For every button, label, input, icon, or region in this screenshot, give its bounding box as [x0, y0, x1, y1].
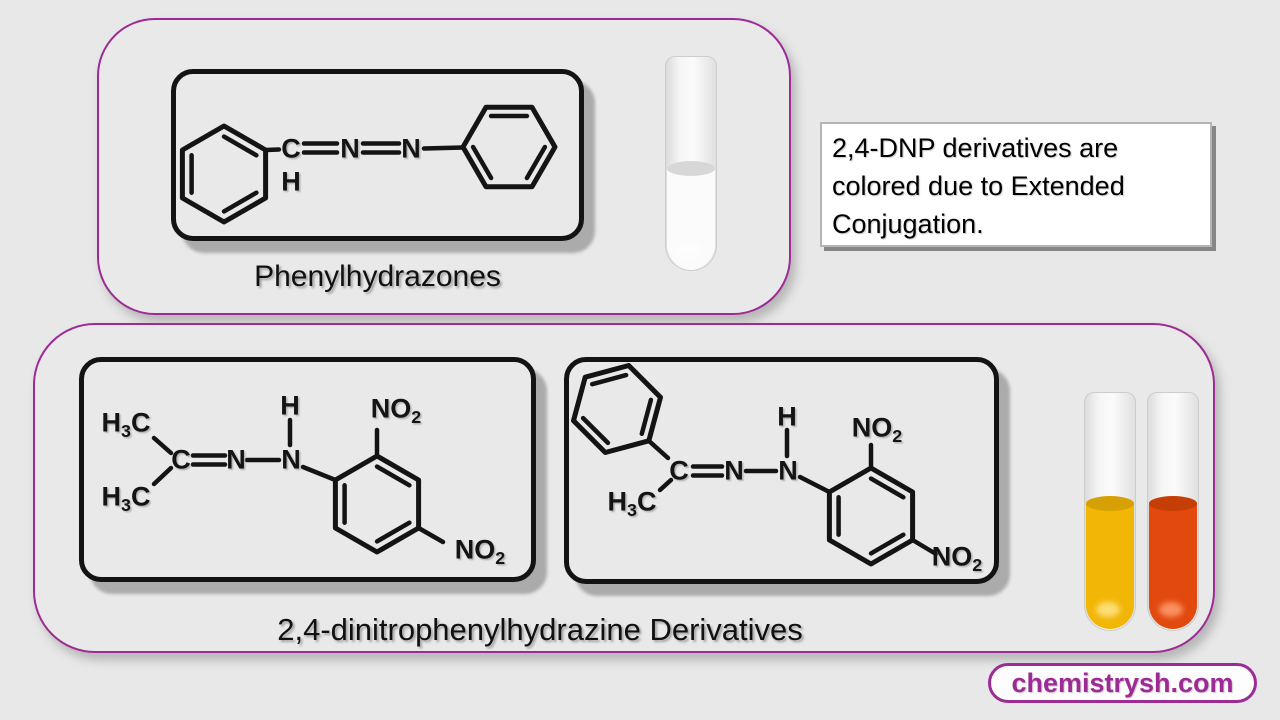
meniscus: [1086, 496, 1134, 511]
atom-label-h3c: H3C: [101, 481, 151, 515]
atom-label-n: N: [340, 133, 360, 164]
atom-label-c: C: [281, 133, 301, 164]
atom-label-h: H: [280, 390, 300, 421]
atom-label-n: N: [724, 455, 744, 486]
tube-liquid-orange: [1149, 496, 1197, 629]
phenylhydrazone-structure: C N N H: [171, 69, 584, 241]
dnp-ring: [332, 453, 422, 555]
test-tube-colorless: [665, 56, 717, 271]
atom-label-n: N: [401, 133, 421, 164]
panel-label-phenylhydrazones: Phenylhydrazones: [254, 260, 501, 293]
acetone-dnp-structure: H3C H3C C N N H NO2 NO2: [79, 357, 536, 582]
test-tube-orange: [1147, 392, 1199, 631]
dnp-ring: [826, 465, 916, 567]
atom-label-h: H: [777, 401, 797, 432]
acetophenone-dnp-structure: H3C C N N H NO2 NO2: [564, 357, 999, 584]
benzene-ring-left: [179, 123, 269, 225]
atom-label-no2: NO2: [851, 412, 903, 446]
note-box: 2,4-DNP derivatives are colored due to E…: [820, 122, 1212, 247]
test-tube-yellow: [1084, 392, 1136, 631]
atom-label-c: C: [669, 455, 689, 486]
atom-label-no2: NO2: [454, 534, 506, 568]
meniscus: [667, 161, 715, 176]
phenylhydrazone-structure-box: C N N H: [171, 69, 584, 241]
atom-label-n: N: [281, 444, 301, 475]
liquid-highlight: [677, 242, 701, 257]
atom-label-c: C: [171, 444, 191, 475]
atom-label-no2: NO2: [370, 393, 422, 427]
watermark-text: chemistrysh.com: [1011, 667, 1234, 698]
watermark-pill: chemistrysh.com: [988, 663, 1257, 703]
acetone-dnp-bonds-svg: [151, 417, 446, 555]
atom-label-h: H: [281, 166, 301, 197]
meniscus: [1149, 496, 1197, 511]
benzene-ring-right: [460, 104, 558, 190]
atom-label-n: N: [778, 455, 798, 486]
atom-label-n: N: [226, 444, 246, 475]
atom-label-no2: NO2: [931, 541, 983, 575]
liquid-highlight: [1159, 602, 1183, 617]
tube-liquid-yellow: [1086, 496, 1134, 629]
chain-bonds: [151, 417, 338, 487]
chain-bonds: [263, 141, 466, 155]
atom-label-h3c: H3C: [607, 486, 657, 520]
dnp-derivatives-panel: H3C H3C C N N H NO2 NO2: [33, 323, 1215, 653]
note-line: colored due to Extended: [832, 171, 1125, 201]
phenylhydrazones-panel: C N N H Phenylhydrazones: [97, 18, 791, 315]
atom-label-h3c: H3C: [101, 407, 151, 441]
tube-liquid-colorless: [667, 161, 715, 269]
note-line: 2,4-DNP derivatives are: [832, 133, 1119, 163]
phenylhydrazone-bonds-svg: [179, 104, 558, 225]
acetophenone-dnp-structure-box: H3C C N N H NO2 NO2: [564, 357, 999, 584]
acetophenone-dnp-bonds-svg: [571, 363, 939, 567]
chain-bonds: [646, 427, 832, 495]
nitro-bonds: [868, 442, 939, 557]
nitro-bonds: [374, 427, 446, 545]
liquid-highlight: [1096, 602, 1120, 617]
panel-label-dnp-derivatives: 2,4-dinitrophenylhydrazine Derivatives: [277, 612, 803, 647]
acetone-dnp-structure-box: H3C H3C C N N H NO2 NO2: [79, 357, 536, 582]
note-line: Conjugation.: [832, 209, 984, 239]
